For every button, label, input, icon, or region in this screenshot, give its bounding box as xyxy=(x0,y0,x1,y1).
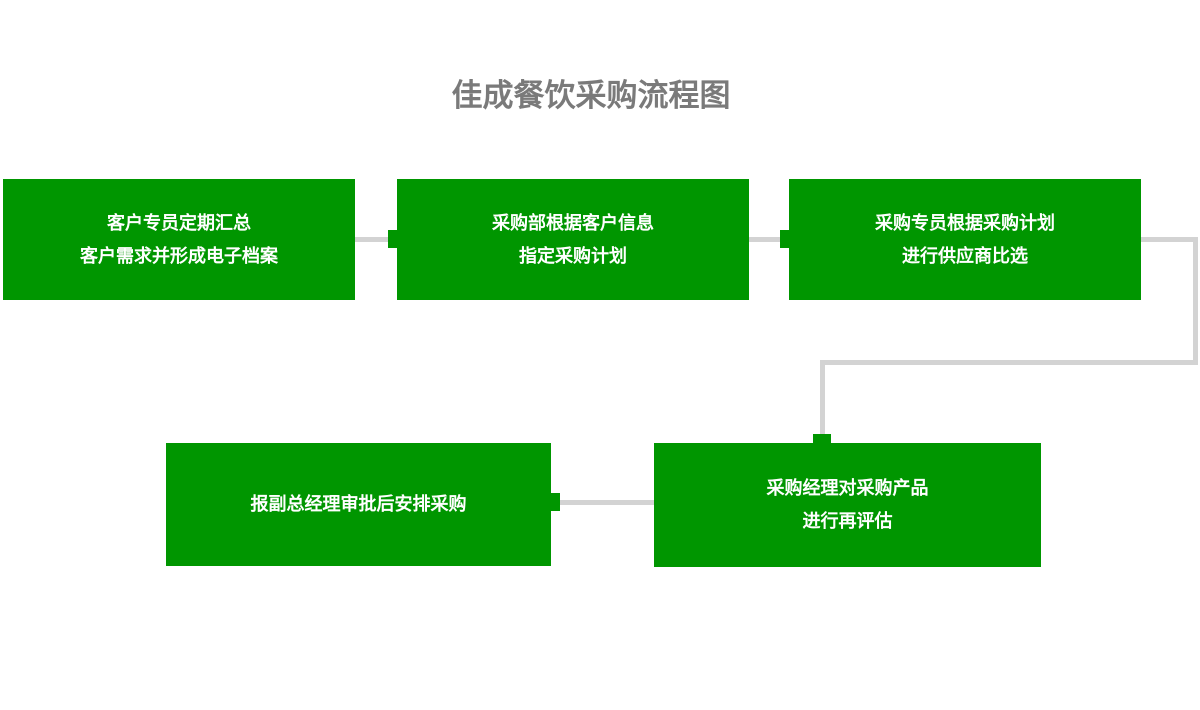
node-text-line: 客户专员定期汇总 xyxy=(107,212,251,233)
node-text-line: 指定采购计划 xyxy=(519,245,627,266)
flow-node-purchase-plan: 采购部根据客户信息 指定采购计划 xyxy=(397,179,749,300)
edge-4-end-square-marker xyxy=(542,493,560,511)
node-text-line: 进行再评估 xyxy=(802,511,893,531)
edge-1-line xyxy=(355,237,397,242)
node-text-line: 进行供应商比选 xyxy=(902,245,1028,266)
edge-4-line xyxy=(551,500,654,505)
edge-3-segment-right xyxy=(1141,237,1198,242)
flow-node-supplier-comparison: 采购专员根据采购计划 进行供应商比选 xyxy=(789,179,1141,300)
node-text-line: 报副总经理审批后安排采购 xyxy=(250,494,467,514)
node-text-line: 采购专员根据采购计划 xyxy=(875,212,1055,233)
diagram-title: 佳成餐饮采购流程图 xyxy=(451,78,731,113)
edge-3-segment-down-2 xyxy=(820,360,825,443)
edge-2-line xyxy=(749,237,789,242)
edge-3-segment-down xyxy=(1193,237,1198,365)
flow-node-reevaluation: 采购经理对采购产品 进行再评估 xyxy=(654,443,1041,567)
node-text-line: 采购经理对采购产品 xyxy=(766,478,929,498)
edge-2-end-square-marker xyxy=(780,230,798,248)
node-text-line: 采购部根据客户信息 xyxy=(492,212,654,233)
edge-3-end-square-marker xyxy=(813,434,831,452)
edge-3-segment-left xyxy=(823,360,1198,365)
flow-node-customer-needs: 客户专员定期汇总 客户需求并形成电子档案 xyxy=(3,179,355,300)
edge-1-end-square-marker xyxy=(388,230,406,248)
flow-node-approval-arrange: 报副总经理审批后安排采购 xyxy=(166,443,551,566)
node-text-line: 客户需求并形成电子档案 xyxy=(80,245,278,266)
